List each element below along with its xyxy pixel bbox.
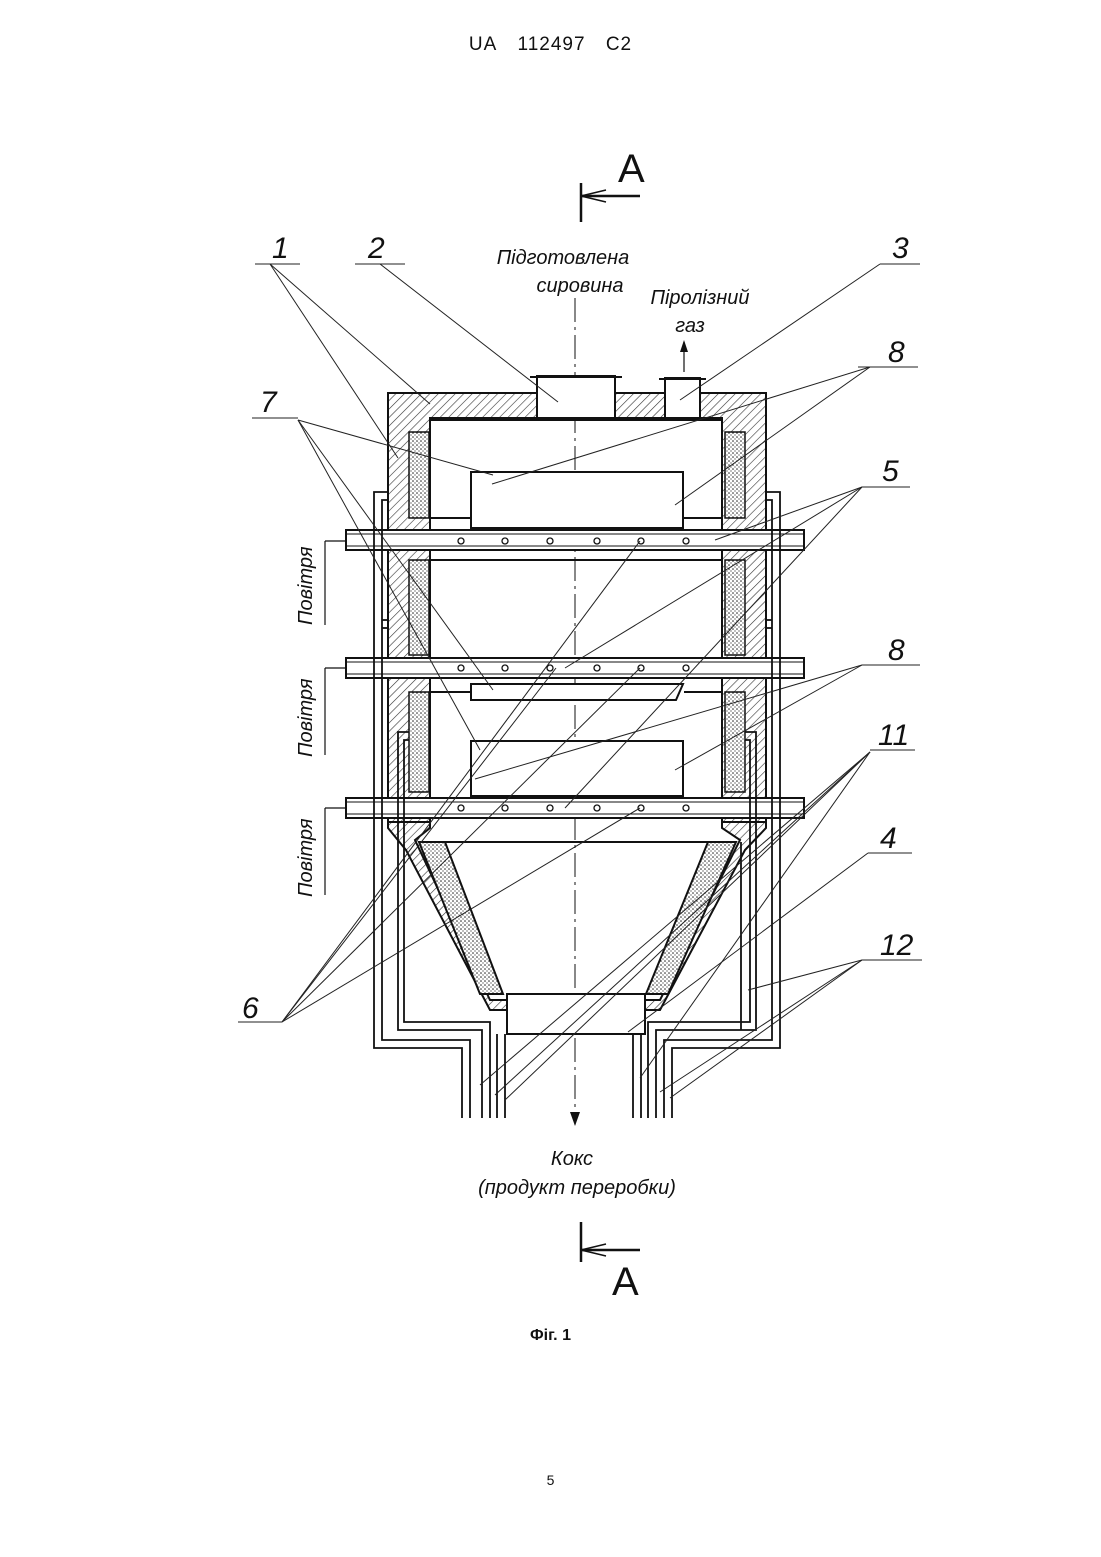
label-gas-1: Піролізний — [650, 287, 749, 309]
label-output-1: Кокс — [551, 1148, 593, 1170]
air-label-3: Повітря — [295, 818, 317, 897]
label-output-2: (продукт переробки) — [478, 1177, 676, 1199]
ref-5: 5 — [882, 455, 899, 488]
page-number: 5 — [0, 1472, 1101, 1488]
section-letter-top: A — [618, 147, 645, 191]
inner-chamber — [430, 420, 722, 692]
ref-11: 11 — [878, 719, 909, 752]
section-letter-bottom: A — [612, 1260, 639, 1304]
ref-7: 7 — [260, 386, 278, 419]
ref-4: 4 — [880, 822, 897, 855]
air-labels: Повітря Повітря Повітря — [295, 546, 317, 897]
label-input-1: Підготовлена — [497, 247, 630, 269]
ref-3: 3 — [892, 232, 909, 265]
ref-8a: 8 — [888, 336, 905, 369]
label-gas-2: газ — [675, 315, 705, 337]
ref-1: 1 — [272, 232, 289, 265]
label-input-2: сировина — [536, 275, 623, 297]
ref-8b: 8 — [888, 634, 905, 667]
figure-caption: Фіг. 1 — [0, 1327, 1101, 1345]
air-arrows — [325, 541, 346, 895]
section-mark-bottom — [581, 1222, 640, 1262]
reference-numbers: 1 2 3 4 5 6 7 8 8 11 12 — [242, 232, 914, 1025]
ref-12: 12 — [880, 929, 914, 962]
ref-6: 6 — [242, 992, 259, 1025]
air-label-1: Повітря — [295, 546, 317, 625]
ref-2: 2 — [367, 232, 385, 265]
air-label-2: Повітря — [295, 678, 317, 757]
trays — [471, 472, 683, 796]
